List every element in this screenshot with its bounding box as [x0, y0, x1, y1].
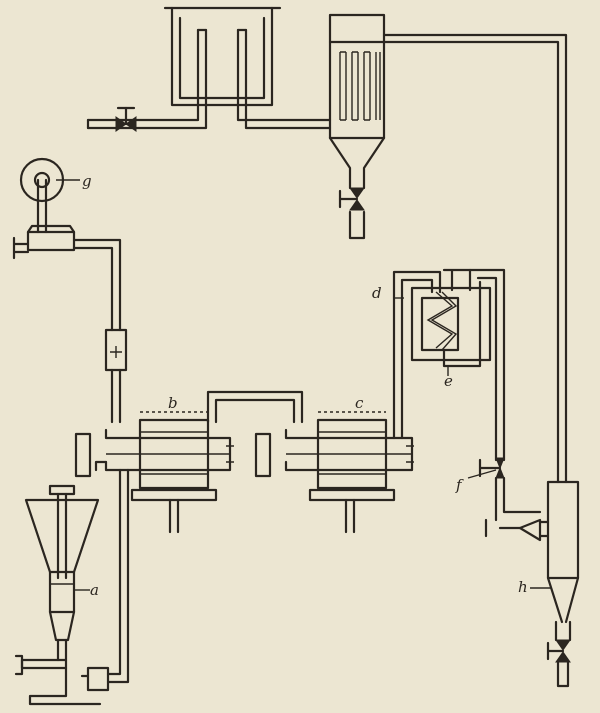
line-d [392, 270, 442, 440]
label-e: e [444, 372, 453, 390]
label-h: h [518, 578, 528, 596]
feed-pump-a [80, 468, 130, 692]
label-g: g [82, 172, 92, 190]
label-d: d [372, 284, 382, 302]
reactor-c [254, 411, 414, 534]
drain-valve-h [546, 639, 571, 688]
reactor-b [74, 411, 234, 534]
label-a: a [90, 581, 99, 599]
cooling-tank [163, 6, 282, 107]
crossover-pipe [206, 390, 304, 424]
vapour-line [382, 33, 568, 484]
label-c: c [355, 394, 364, 412]
u-tube-coil [86, 28, 332, 130]
feed-line-to-b [104, 328, 128, 424]
hopper-a [14, 484, 102, 706]
drain-valve-top [338, 187, 365, 211]
label-f: f [455, 476, 464, 494]
receiver-h [484, 480, 580, 642]
heat-exchanger-e [410, 268, 506, 462]
valve-f [478, 457, 542, 522]
top-separator [328, 13, 386, 240]
label-leaders [56, 179, 552, 591]
inlet-valve-top [115, 106, 137, 132]
label-b: b [168, 394, 178, 412]
pump-g [12, 157, 122, 332]
